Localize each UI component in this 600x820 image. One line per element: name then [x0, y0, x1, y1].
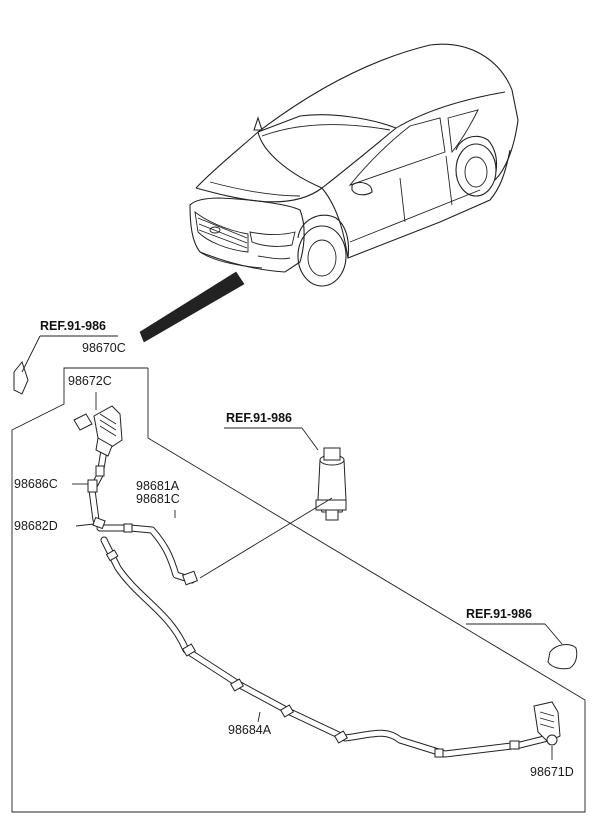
- washer-nozzle-left: [73, 405, 123, 457]
- part-label-98682D: 98682D: [14, 519, 58, 533]
- ref-part-right: [466, 623, 578, 670]
- ref-label-right: REF.91-986: [466, 607, 532, 621]
- part-label-98686C: 98686C: [14, 477, 58, 491]
- ref-part-top-left: [13, 335, 118, 395]
- leader-lines: [72, 392, 553, 760]
- part-label-98684A: 98684A: [228, 723, 272, 737]
- part-label-98670C: 98670C: [82, 341, 126, 355]
- ref-label-top-left: REF.91-986: [40, 319, 106, 333]
- part-label-98671D: 98671D: [530, 765, 574, 779]
- assembly-boundary: [11, 367, 586, 813]
- washer-nozzle-right: [533, 701, 561, 746]
- ref-label-middle: REF.91-986: [226, 411, 292, 425]
- ref-pointer-middle: [224, 427, 319, 451]
- part-label-98681A: 98681A: [136, 479, 180, 493]
- part-label-98681C: 98681C: [136, 492, 180, 506]
- part-label-98672C: 98672C: [68, 374, 112, 388]
- washer-pump: [199, 447, 347, 579]
- hose-assembly: [87, 446, 552, 758]
- car-illustration: [139, 43, 519, 343]
